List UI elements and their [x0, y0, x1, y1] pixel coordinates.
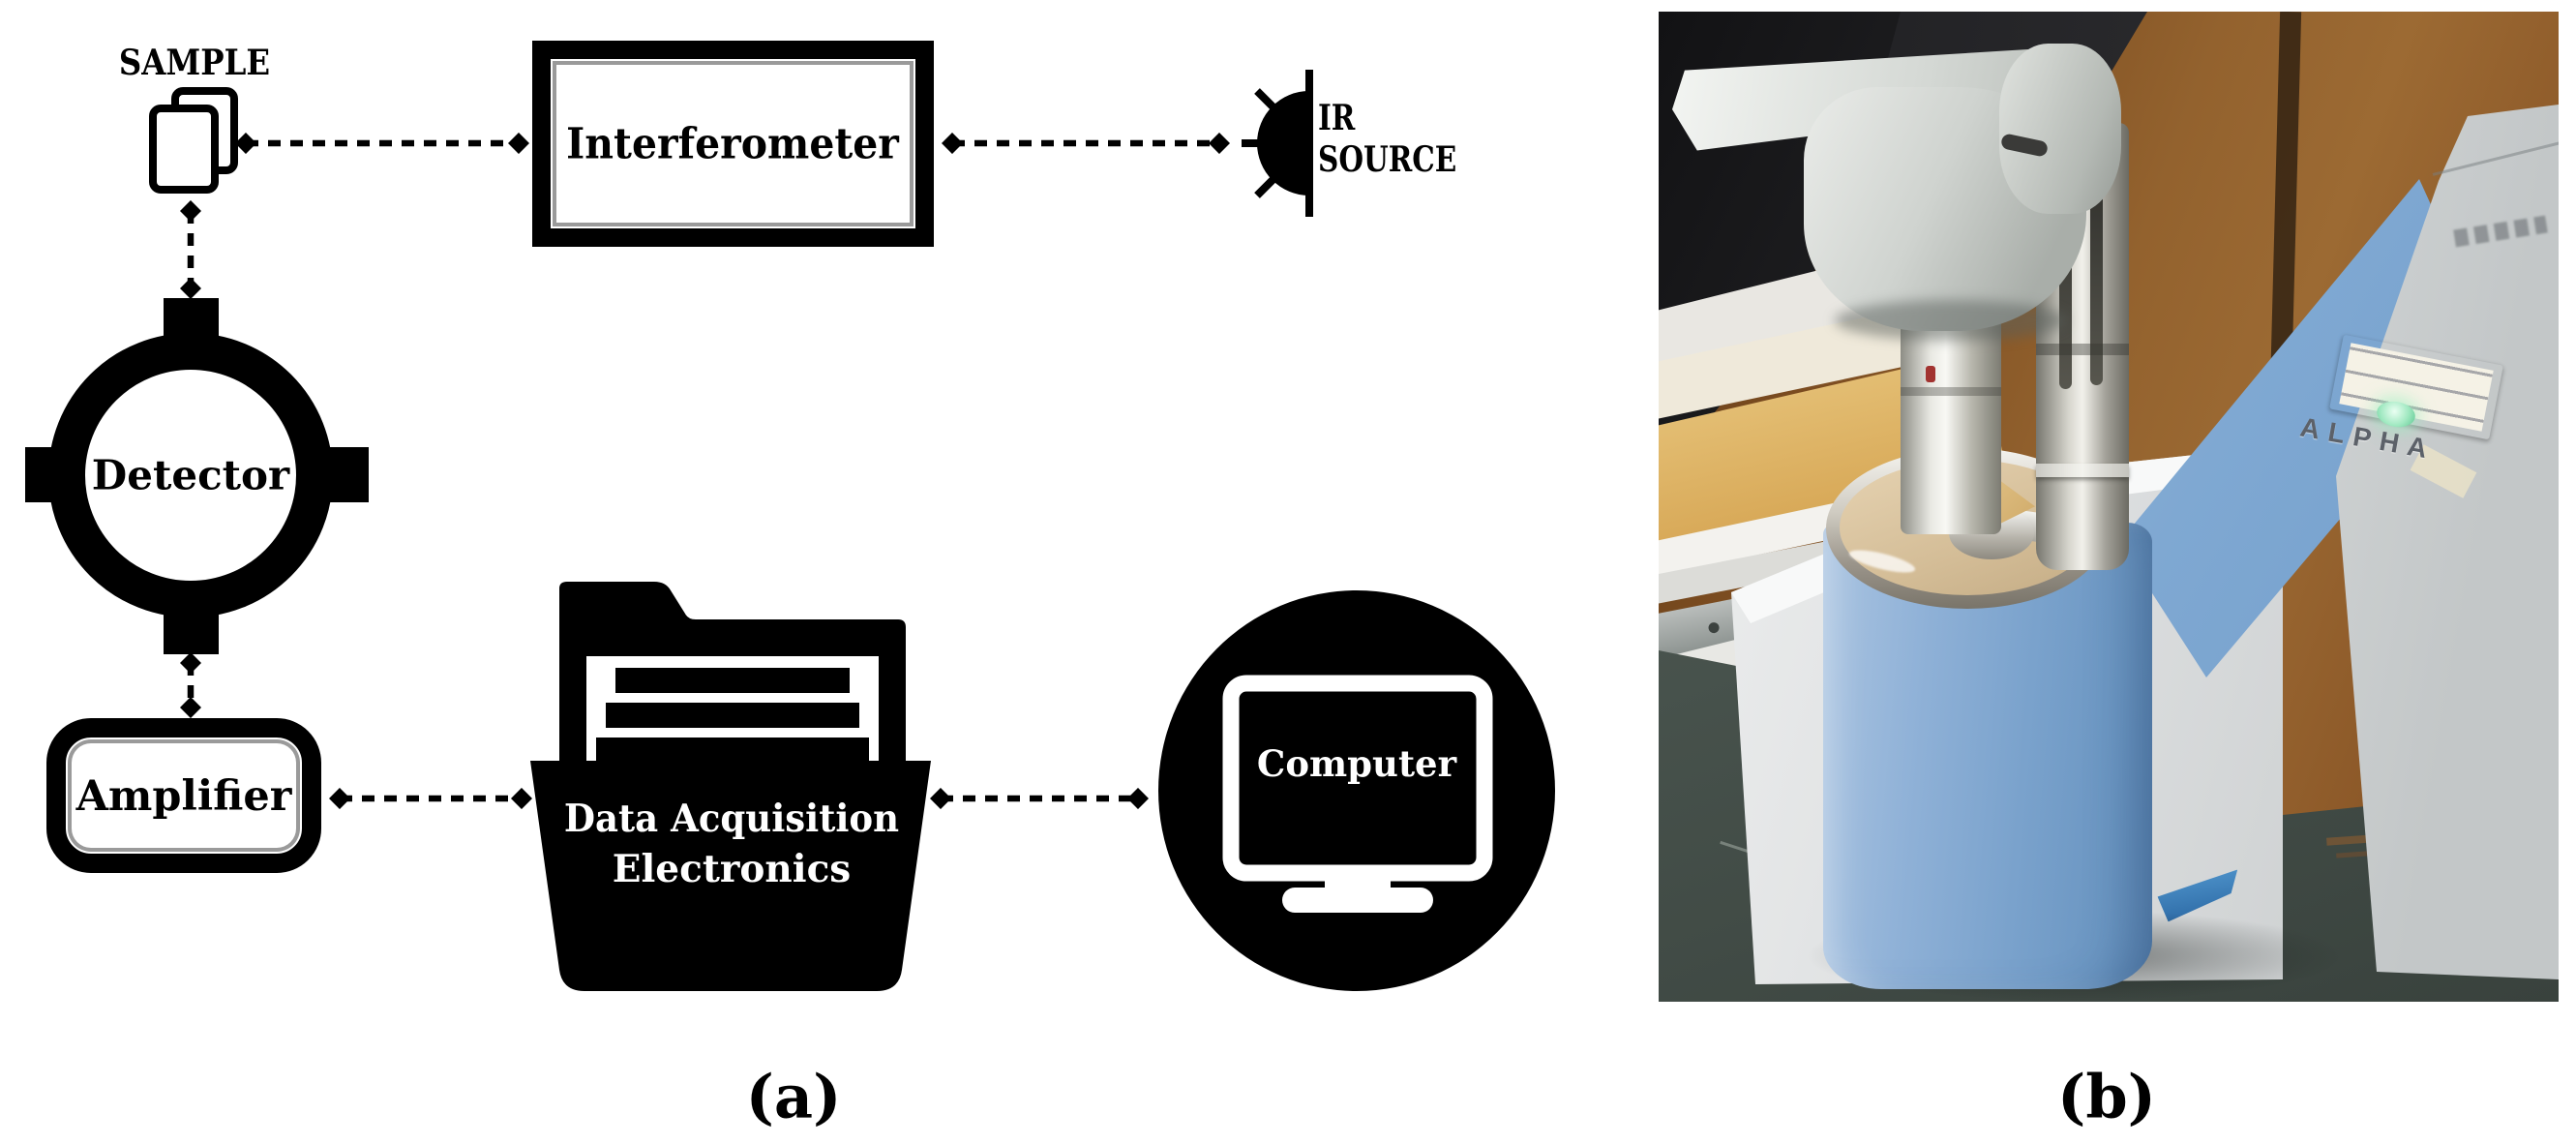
detector-label: Detector: [91, 451, 290, 499]
sample-label: SAMPLE: [118, 43, 271, 83]
ir-source-label-line2: SOURCE: [1318, 139, 1457, 180]
ring-with-lugs-icon: [25, 298, 369, 654]
diagram-graphics: [25, 70, 1555, 991]
open-folder-documents-icon: [530, 582, 931, 991]
tower-ring: [1901, 387, 2001, 396]
connector-arrows: [179, 132, 1231, 810]
half-sun-icon: [1242, 70, 1313, 217]
amplifier-box: [46, 718, 321, 873]
tower-ring: [2036, 344, 2129, 355]
ir-source-label-line1: IR: [1318, 98, 1356, 138]
rail-hole: [1707, 621, 1721, 635]
caption-b: (b): [2056, 1061, 2157, 1132]
amplifier-label: Amplifier: [75, 772, 292, 821]
interferometer-box: [532, 41, 934, 247]
red-indicator: [1926, 366, 1935, 382]
computer-label: Computer: [1256, 742, 1457, 785]
document-pages-icon: [149, 87, 238, 194]
daq-label-line2: Electronics: [612, 847, 852, 891]
monitor-in-circle-icon: [1158, 590, 1555, 991]
cap-underside-shadow: [1835, 300, 2067, 341]
caption-a: (a): [745, 1061, 842, 1132]
ftir-block-diagram: SAMPLE Interferometer IR SOURCE Detector…: [25, 41, 1555, 1132]
daq-label-line1: Data Acquisition: [563, 797, 900, 841]
tower-ring: [2036, 464, 2129, 477]
clamp-cap-knuckle: [1999, 44, 2121, 214]
interferometer-label: Interferometer: [566, 119, 899, 169]
spectrometer-photo: ALPHA: [1659, 12, 2559, 1002]
tower-slot: [2090, 158, 2103, 385]
